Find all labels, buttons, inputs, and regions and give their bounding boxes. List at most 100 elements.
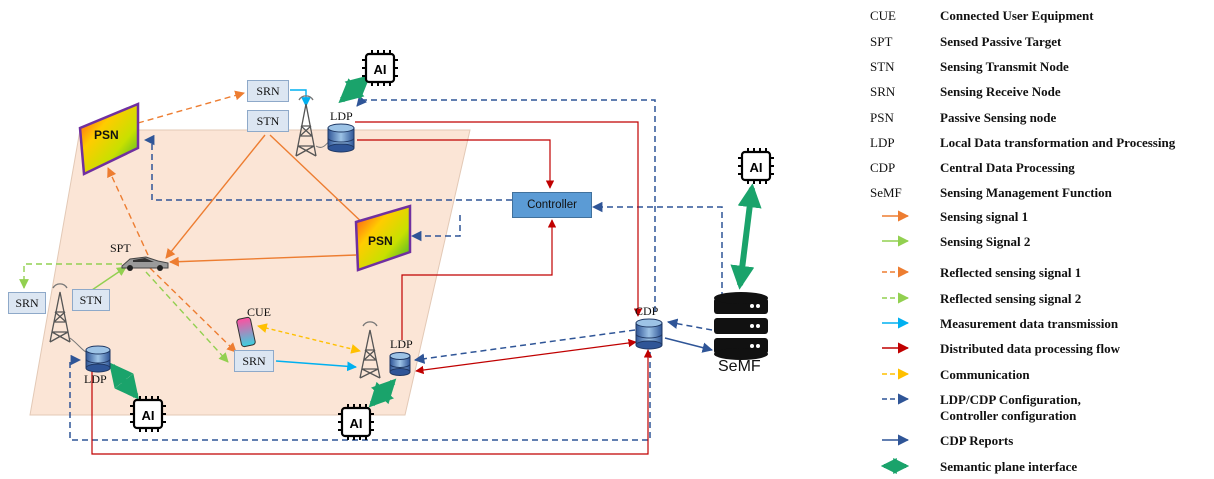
legend-sym-spacer [870, 459, 940, 475]
reflected2-spt-to-srn-left [19, 263, 122, 289]
reflected1-spt-to-srn-bottom [149, 267, 237, 353]
legend-arrow-text: Semantic plane interface [940, 459, 1078, 474]
signal1-stn-to-spt [165, 134, 266, 259]
psn-center-panel [354, 204, 412, 272]
legend-row-config: LDP/CDP Configuration, Controller config… [870, 392, 1081, 426]
semf-label: SeMF [718, 358, 761, 375]
legend-arrow-text: LDP/CDP Configuration, [940, 392, 1081, 407]
config-cdp-to-ldp-left [69, 352, 651, 441]
measurement-lines [275, 89, 357, 372]
legend-config-text-block: LDP/CDP Configuration, Controller config… [940, 392, 1081, 424]
legend-abbr: STN [870, 59, 895, 74]
legend-desc: Sensing Transmit Node [940, 59, 1069, 74]
flow-ldp-top-to-cdp [355, 121, 643, 317]
legend-sym-spacer [870, 367, 940, 383]
legend-desc: Sensing Management Function [940, 185, 1112, 200]
legend-sym-spacer [870, 291, 940, 307]
ai-chip-icon-semf: AI [738, 148, 774, 184]
legend-arrow-text: Sensing signal 1 [940, 209, 1029, 224]
db-ldp-center [389, 352, 411, 376]
ldp-center-label: LDP [390, 337, 413, 351]
cue-label: CUE [247, 305, 271, 319]
legend-row-srn: SRN Sensing Receive Node [870, 84, 1061, 102]
legend-abbr: CDP [870, 160, 896, 175]
legend-row-cdp-reports: CDP Reports [870, 433, 1013, 451]
legend-arrow-text: Reflected sensing signal 2 [940, 291, 1082, 306]
cdp-label: CDP [635, 304, 659, 318]
legend-row-reflected-1: Reflected sensing signal 1 [870, 265, 1081, 283]
ai-chip-icon-top: AI [362, 50, 398, 86]
srn-left-box: SRN [8, 292, 46, 314]
legend-row-reflected-2: Reflected sensing signal 2 [870, 291, 1081, 309]
legend-abbr: SRN [870, 84, 896, 99]
legend-row-sensing-2: Sensing Signal 2 [870, 234, 1030, 252]
legend-abbr: SeMF [870, 185, 902, 200]
legend-row-psn: PSN Passive Sensing node [870, 110, 1056, 128]
config-controller-to-psn-center [410, 215, 461, 242]
legend-sym-spacer [870, 234, 940, 250]
config-cdp-to-ldp-center [413, 329, 636, 364]
legend-desc: Sensed Passive Target [940, 34, 1062, 49]
signal2-stn-to-spt [91, 266, 127, 291]
legend-row-stn: STN Sensing Transmit Node [870, 59, 1069, 77]
legend-desc: Passive Sensing node [940, 110, 1057, 125]
legend-arrow-text: CDP Reports [940, 433, 1014, 448]
reflected1-spt-to-psn [107, 167, 149, 256]
stn-top-box: STN [247, 110, 289, 132]
ai-chip-label-top: AI [374, 62, 387, 77]
ai-chip-label-semf: AI [750, 160, 763, 175]
reflected-signal-1-lines [107, 90, 245, 353]
legend-sym-spacer [870, 265, 940, 281]
semantic-ldp-center-ai [368, 378, 397, 408]
tower-top [295, 95, 317, 157]
psn-left-label: PSN [94, 128, 119, 142]
ldp-top-label: LDP [330, 109, 353, 123]
legend-row-cue: CUE Connected User Equipment [870, 8, 1094, 26]
flow-ldp-left-to-cdp [91, 349, 653, 455]
legend-sym-spacer [870, 433, 940, 449]
semantic-interfaces [109, 74, 762, 408]
legend-sym-spacer [870, 392, 940, 408]
reflected2-spt-to-srn-bottom [145, 271, 229, 363]
measurement-srn-top-to-tower [290, 89, 311, 107]
tower-left-db-link [69, 337, 87, 353]
car-icon [121, 256, 169, 271]
semf-database-icon [714, 292, 768, 360]
legend-row-cdp: CDP Central Data Processing [870, 160, 1075, 178]
ai-chip-label-center: AI [350, 416, 363, 431]
flow-ldp-center-to-controller [401, 219, 557, 340]
legend-abbr: CUE [870, 8, 896, 23]
legend-sym-spacer [870, 341, 940, 357]
cdp-report-arrow [664, 337, 714, 353]
legend-row-semantic: Semantic plane interface [870, 459, 1077, 477]
legend-row-measurement: Measurement data transmission [870, 316, 1118, 334]
legend-desc: Connected User Equipment [940, 8, 1094, 23]
processing-flow-lines [91, 121, 653, 455]
controller-box: Controller [512, 192, 592, 218]
stn-left-box: STN [72, 289, 110, 311]
semantic-semf-ai [730, 183, 762, 290]
legend-desc: Sensing Receive Node [940, 84, 1061, 99]
communication-cue-tower [257, 323, 361, 354]
legend-row-sensing-1: Sensing signal 1 [870, 209, 1028, 227]
db-cdp [635, 318, 663, 350]
semantic-ldp-top-ai [338, 74, 371, 104]
legend-arrow-symbols [880, 210, 910, 474]
legend-row-processing: Distributed data processing flow [870, 341, 1120, 359]
legend-abbr: LDP [870, 135, 895, 150]
spt-label: SPT [110, 241, 131, 255]
phone-icon [236, 316, 256, 348]
ai-chip-icon-left: AI [130, 396, 166, 432]
srn-top-box: SRN [247, 80, 289, 102]
legend-row-ldp: LDP Local Data transformation and Proces… [870, 135, 1175, 153]
signal1-psn-to-spt [169, 254, 357, 267]
ai-chip-icon-center: AI [338, 404, 374, 440]
semantic-ldp-left-ai [109, 362, 139, 400]
legend-arrow-text: Reflected sensing signal 1 [940, 265, 1082, 280]
tower-center [359, 321, 381, 379]
ldp-left-label: LDP [84, 372, 107, 386]
signal1-stn-to-psn [269, 134, 369, 229]
ai-chip-label-left: AI [142, 408, 155, 423]
legend-desc: Central Data Processing [940, 160, 1075, 175]
